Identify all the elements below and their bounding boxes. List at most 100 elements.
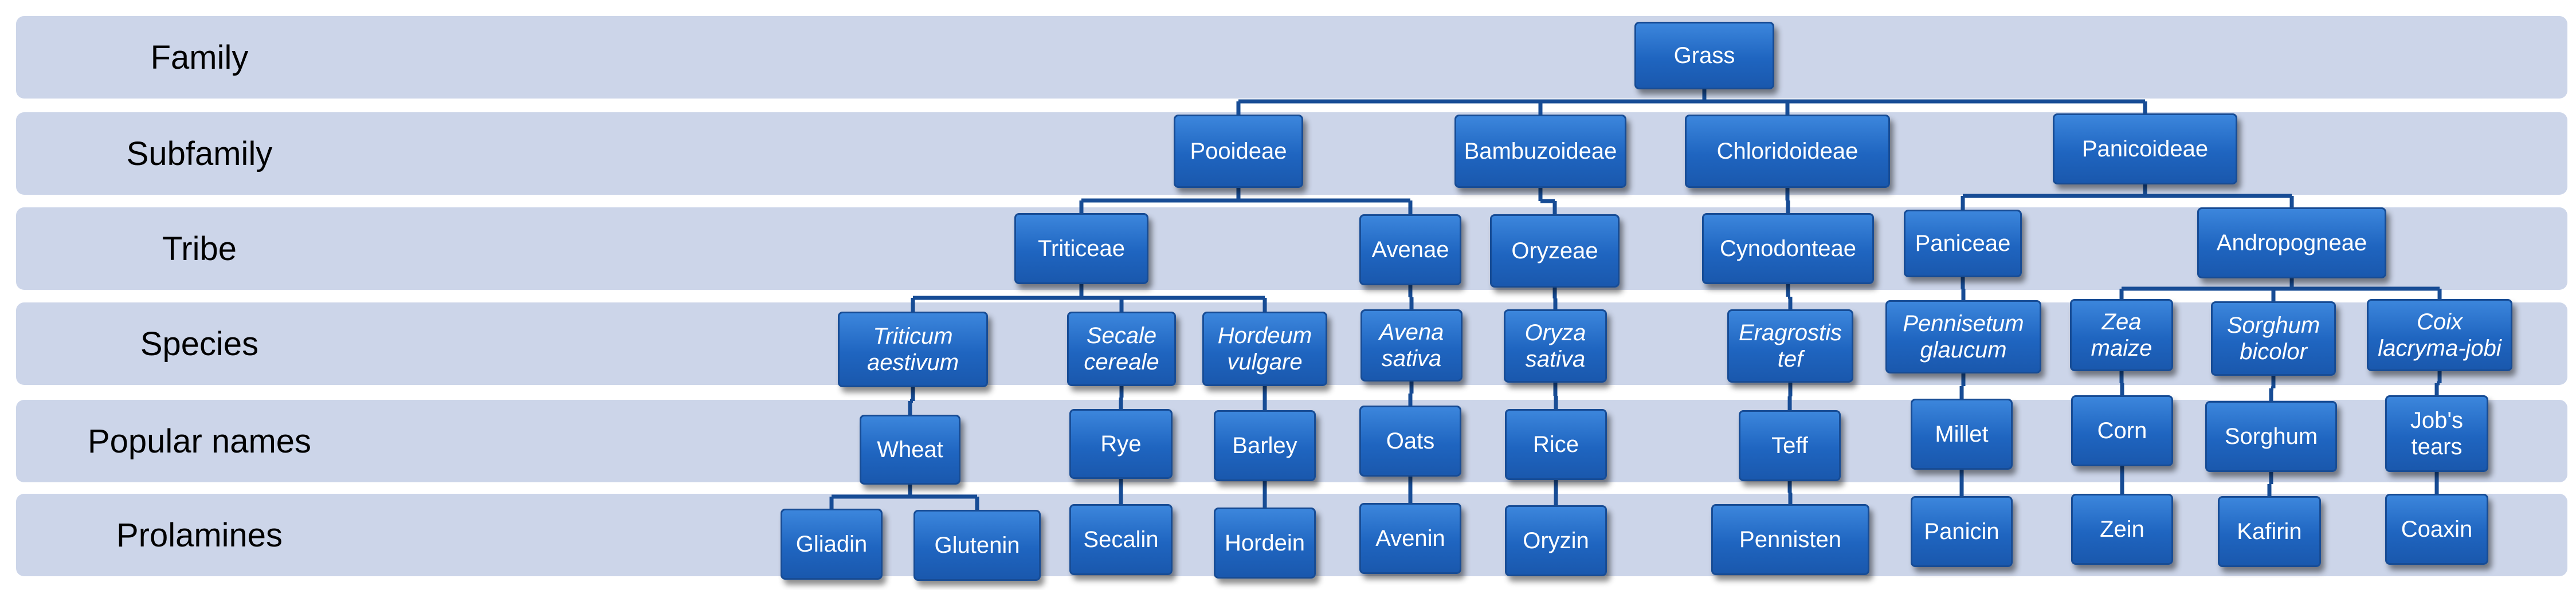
node-text: tears (2411, 434, 2463, 459)
node-text: Oryza (1524, 320, 1586, 345)
node-text: Sorghum (2226, 313, 2320, 338)
node-text: Teff (1771, 433, 1808, 458)
node-text: Coix (2416, 309, 2463, 335)
node-text: sativa (1525, 347, 1586, 372)
band-family (16, 16, 2567, 99)
node-text: Triticum (873, 324, 953, 349)
level-label-family: Family (150, 38, 249, 76)
connector-sorghum (2267, 472, 2273, 496)
connector-pennisetum_glaucum (1959, 373, 1966, 399)
connector-oryza_sativa (1553, 383, 1558, 409)
node-text: Paniceae (1915, 231, 2011, 256)
node-text: Panicin (1924, 519, 1999, 544)
node-text: Avena (1379, 320, 1444, 345)
node-text: lacryma-jobi (2378, 336, 2501, 361)
node-text: Corn (2097, 418, 2147, 443)
connector-pooideae (1079, 188, 1413, 214)
node-text: Rice (1532, 432, 1579, 457)
node-teff: Teff (1739, 410, 1841, 481)
band-tribe (16, 207, 2567, 290)
node-text: cereale (1084, 349, 1159, 375)
connector-avena_sativa (1408, 381, 1414, 406)
connector-triticum_aestivum (908, 387, 915, 415)
node-oryzin: Oryzin (1505, 505, 1607, 576)
node-text: sativa (1381, 346, 1442, 371)
node-text: Millet (1935, 422, 1989, 447)
node-grass-family: Grass (1634, 22, 1774, 89)
node-pooideae: Pooideae (1174, 115, 1303, 188)
node-text: Oryzin (1523, 528, 1589, 553)
node-text: bicolor (2240, 339, 2307, 364)
node-text: Pennisten (1739, 527, 1841, 552)
node-corn: Corn (2071, 395, 2173, 466)
connector-avenae (1408, 285, 1414, 309)
node-text: Andropogneae (2216, 230, 2367, 255)
node-rye: Rye (1069, 409, 1173, 479)
node-kafirin: Kafirin (2218, 496, 2321, 567)
node-text: Oats (1386, 428, 1435, 454)
node-text: Avenae (1371, 237, 1449, 262)
node-text: glaucum (1920, 337, 2007, 363)
node-text: Gliadin (795, 532, 868, 557)
node-text: Avenin (1375, 526, 1445, 551)
node-chloridoideae: Chloridoideae (1685, 115, 1890, 188)
node-panicin: Panicin (1911, 496, 2013, 567)
node-text: aestivum (866, 350, 959, 375)
node-avenin: Avenin (1359, 503, 1461, 574)
level-label-subfamily: Subfamily (126, 135, 273, 172)
node-zein: Zein (2071, 494, 2173, 565)
node-text: Hordein (1224, 530, 1305, 556)
node-gliadin: Gliadin (781, 509, 883, 580)
node-sorghum: Sorghum (2205, 401, 2337, 472)
node-oryzeae: Oryzeae (1490, 214, 1620, 288)
node-avenae: Avenae (1359, 214, 1461, 285)
node-triticeae: Triticeae (1014, 213, 1148, 284)
node-text: Pennisetum (1903, 311, 2024, 336)
node-text: Pooideae (1190, 139, 1287, 164)
node-text: Bambuzoideae (1464, 139, 1617, 164)
connector-sorghum_bicolor (2269, 376, 2276, 401)
node-text: Hordeum (1217, 323, 1312, 348)
node-text: Chloridoideae (1716, 139, 1859, 164)
node-text: Cynodonteae (1720, 236, 1856, 261)
node-text: Zea (2101, 309, 2142, 335)
node-bambuzoideae: Bambuzoideae (1454, 115, 1626, 188)
node-text: Glutenin (934, 533, 1020, 558)
node-text: Sorghum (2224, 424, 2318, 449)
node-glutenin: Glutenin (913, 510, 1041, 581)
node-text: Grass (1673, 43, 1735, 68)
level-label-species: Species (140, 325, 259, 363)
connector-coix_lacryma_jobi (2434, 371, 2442, 395)
level-label-popular-names: Popular names (87, 422, 312, 460)
node-oats: Oats (1359, 406, 1461, 477)
node-text: Secalin (1083, 527, 1159, 552)
node-text: Barley (1232, 433, 1297, 458)
node-wheat: Wheat (860, 415, 960, 485)
connector-triticeae (911, 284, 1267, 312)
node-text: Zein (2100, 517, 2144, 542)
node-rice: Rice (1505, 409, 1607, 480)
node-text: Panicoideae (2081, 136, 2209, 162)
node-text: maize (2091, 336, 2152, 361)
node-paniceae: Paniceae (1904, 210, 2022, 277)
node-text: Secale (1086, 323, 1157, 348)
node-hordein: Hordein (1214, 508, 1316, 579)
node-text: vulgare (1227, 349, 1303, 375)
connector-cynodonteae (1786, 284, 1793, 309)
connector-bambuzoideae (1538, 188, 1557, 214)
connector-andropogoneae (2119, 278, 2442, 301)
node-text: Rye (1100, 431, 1142, 457)
node-text: Job's (2410, 408, 2464, 433)
node-text: Eragrostis (1738, 320, 1842, 345)
connector-grass_family (1236, 89, 2147, 115)
level-label-prolamines: Prolamines (116, 516, 283, 554)
node-text: Triticeae (1038, 236, 1125, 261)
